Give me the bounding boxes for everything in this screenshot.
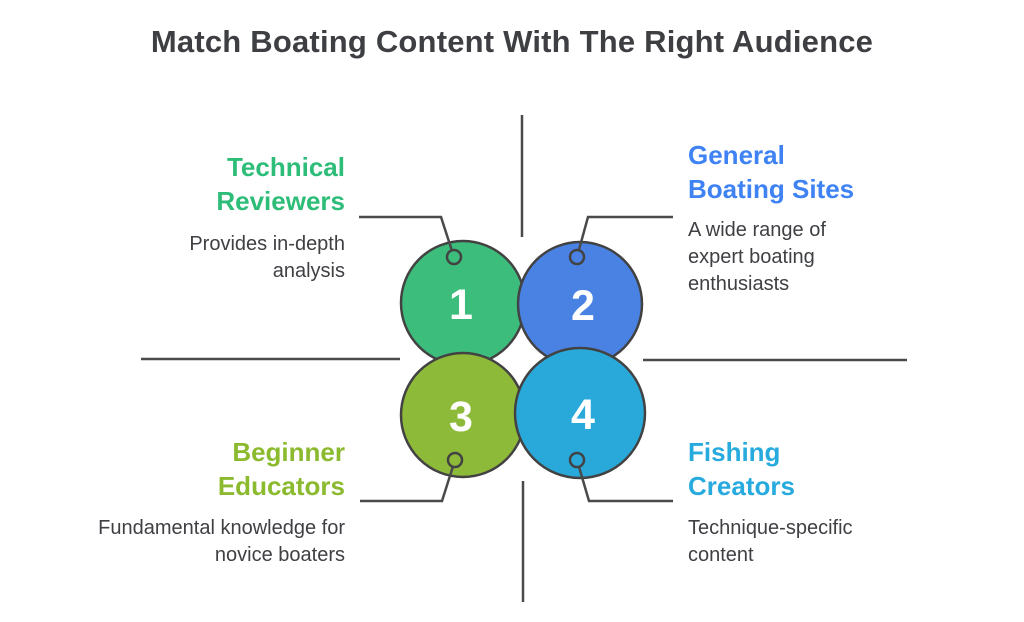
circle-number-1: 1 — [449, 281, 473, 329]
description-fishing-creators: Technique-specific content — [688, 517, 853, 566]
description-technical-reviewers: Provides in-depth analysis — [189, 233, 345, 282]
connector-line-beginner-educators — [360, 459, 457, 503]
connector-dot-fishing-creators — [568, 451, 586, 469]
circle-fishing-creators — [513, 346, 647, 480]
connector-line-technical-reviewers — [359, 215, 456, 258]
connector-line-general-boating-sites — [575, 215, 673, 258]
connector-dot-technical-reviewers — [445, 248, 463, 266]
circle-number-2: 2 — [571, 282, 595, 330]
connector-line-fishing-creators — [575, 459, 673, 503]
connector-dot-beginner-educators — [446, 451, 464, 469]
description-general-boating-sites: A wide range of expert boating enthusias… — [688, 219, 826, 295]
circle-number-4: 4 — [571, 391, 595, 439]
circle-number-3: 3 — [449, 393, 473, 441]
label-fishing-creators: Fishing Creators — [688, 437, 795, 501]
connector-dot-general-boating-sites — [568, 248, 586, 266]
label-technical-reviewers: Technical Reviewers — [216, 152, 345, 216]
page-title: Match Boating Content With The Right Aud… — [150, 24, 874, 59]
label-general-boating-sites: General Boating Sites — [688, 140, 855, 204]
description-beginner-educators: Fundamental knowledge for novice boaters — [98, 517, 345, 566]
label-beginner-educators: Beginner Educators — [217, 437, 345, 501]
